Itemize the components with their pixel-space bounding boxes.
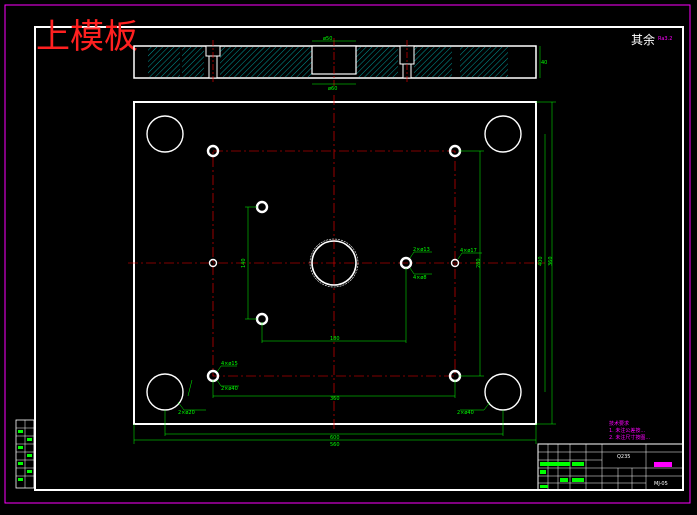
hatch-region: [356, 47, 398, 77]
material-label: Q235: [617, 454, 630, 460]
surface-note: 其余: [631, 32, 655, 47]
sprue-bore-thread: [309, 238, 359, 288]
title-block: Q235 MJ-05: [537, 443, 684, 491]
callout-label: 2×ø40: [457, 410, 474, 416]
pin-hole: [255, 200, 269, 214]
dim-label: ø50: [323, 36, 332, 42]
screw-hole: [206, 144, 220, 158]
hatch-region: [182, 47, 204, 77]
drawing-number: MJ-05: [654, 481, 668, 487]
notes-line: 1. 未注公差按...: [609, 427, 646, 434]
plan-view: 600 560 360 180 400 360 280 140 2×ø13 4×…: [128, 95, 556, 448]
callout-label: 2×ø20: [178, 410, 195, 416]
dim-inner-height: 360: [548, 256, 554, 266]
guide-hole: [146, 373, 184, 411]
dim-label: ø60: [328, 86, 337, 92]
leader-line: [409, 251, 432, 259]
outer-border: [4, 4, 691, 504]
bolt-pattern-centerline: [212, 150, 456, 377]
dim-overall-width: 600: [330, 435, 340, 441]
drawing-frame: [34, 26, 684, 491]
callout-label: 2×ø40: [221, 386, 238, 392]
leader-line: [187, 379, 193, 397]
dim-inner-span: 180: [330, 336, 340, 342]
guide-hole: [484, 115, 522, 153]
technical-notes: 技术要求 1. 未注公差按... 2. 未注尺寸按图...: [609, 420, 651, 441]
leader-line: [460, 401, 491, 411]
hatch-region: [148, 47, 180, 77]
leader-line: [216, 379, 239, 387]
notes-heading: 技术要求: [609, 420, 629, 427]
leader-line: [177, 401, 206, 411]
dim-inner-width: 560: [330, 442, 340, 448]
callout-label: 4×ø15: [221, 361, 238, 367]
hatch-region: [414, 47, 452, 77]
hatch-region: [460, 47, 508, 77]
hatch-region: [220, 47, 312, 77]
part-name-block: [654, 462, 672, 467]
dim-pin-span: 280: [476, 258, 482, 268]
small-hole: [208, 258, 218, 268]
notes-line: 2. 未注尺寸按图...: [609, 434, 651, 441]
guide-hole: [484, 373, 522, 411]
dim-hole-span: 360: [330, 396, 340, 402]
dim-label: 40: [541, 60, 547, 66]
dim-side-span: 140: [241, 258, 247, 268]
leader-line: [409, 267, 432, 275]
dim-overall-height: 400: [538, 256, 544, 266]
leader-line: [457, 252, 482, 260]
callout-label: 4×ø8: [413, 275, 427, 281]
sprue-bore: [311, 240, 357, 286]
small-hole: [450, 258, 460, 268]
guide-hole: [146, 115, 184, 153]
leader-line: [216, 365, 237, 373]
section-view: ø50 ø60 40: [133, 36, 547, 92]
callout-label: 4×ø17: [460, 248, 477, 254]
callout-label: 2×ø13: [413, 247, 430, 253]
surface-value: Ra3.2: [658, 36, 672, 42]
drawing-title: 上模板: [36, 17, 138, 57]
revision-strip: [15, 419, 35, 489]
